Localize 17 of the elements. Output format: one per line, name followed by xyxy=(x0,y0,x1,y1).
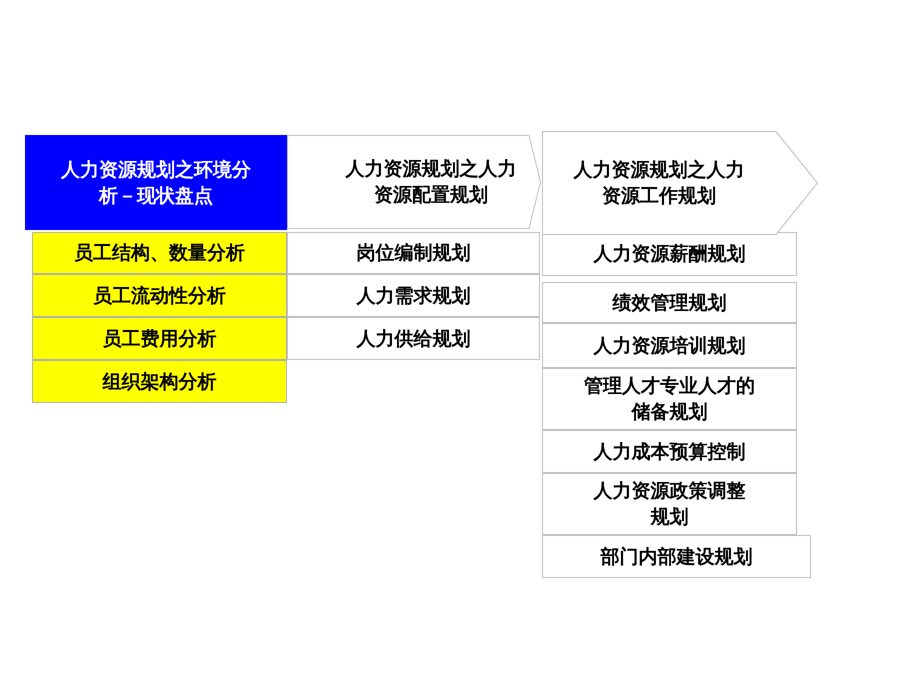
table-cell: 人力资源培训规划 xyxy=(542,323,797,368)
table-cell: 员工结构、数量分析 xyxy=(32,232,287,274)
table-cell: 人力成本预算控制 xyxy=(542,430,797,473)
table-cell: 管理人才专业人才的储备规划 xyxy=(542,368,797,430)
table-cell: 人力需求规划 xyxy=(287,274,540,317)
table-cell: 部门内部建设规划 xyxy=(542,535,811,578)
table-cell: 绩效管理规划 xyxy=(542,282,797,323)
table-cell: 组织架构分析 xyxy=(32,360,287,403)
header-box: 人力资源规划之环境分析－现状盘点 xyxy=(25,135,287,230)
table-cell: 人力资源薪酬规划 xyxy=(542,232,797,276)
table-cell: 员工流动性分析 xyxy=(32,274,287,317)
table-cell: 人力供给规划 xyxy=(287,317,540,360)
table-cell: 岗位编制规划 xyxy=(287,232,540,274)
chevron-box: 人力资源规划之人力资源工作规划 xyxy=(542,131,818,235)
chevron-box: 人力资源规划之人力资源配置规划 xyxy=(287,135,541,229)
table-cell: 员工费用分析 xyxy=(32,317,287,360)
table-cell: 人力资源政策调整规划 xyxy=(542,473,797,535)
